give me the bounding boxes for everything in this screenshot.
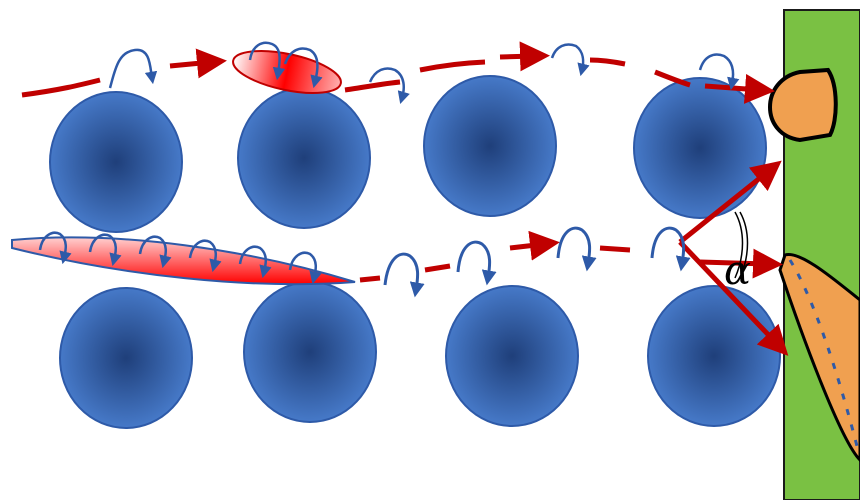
attached-elongated-particle xyxy=(778,253,860,463)
curl-arrow-icon xyxy=(238,245,272,279)
curl-arrow-icon xyxy=(650,226,691,272)
flow-arrow-icon xyxy=(678,240,789,356)
flow-arrow-icon xyxy=(169,48,227,79)
curl-arrow-icon xyxy=(288,251,322,285)
curl-arrow-icon xyxy=(698,53,740,91)
sphere xyxy=(59,287,193,429)
sphere xyxy=(647,285,781,427)
attachment-angle: α xyxy=(724,211,751,294)
sphere xyxy=(633,77,767,219)
flow-arrow-icon xyxy=(699,248,783,279)
attached-particle xyxy=(768,67,838,143)
flow-arrow-icon xyxy=(499,41,550,72)
curl-arrow-icon xyxy=(368,67,410,104)
upper-trajectory xyxy=(21,41,775,104)
curl-arrow-icon xyxy=(550,43,590,77)
sphere xyxy=(49,91,183,233)
sphere xyxy=(243,281,377,423)
lower-swirl-particle xyxy=(11,231,356,286)
curl-arrow-icon xyxy=(88,233,122,267)
collector-spheres xyxy=(49,75,781,429)
sphere xyxy=(423,75,557,217)
curl-arrow-icon xyxy=(188,239,222,273)
sphere xyxy=(237,87,371,229)
curl-arrow-icon xyxy=(248,41,286,81)
flow-arrow-icon xyxy=(509,230,560,261)
lower-trajectory xyxy=(359,160,789,356)
sphere xyxy=(445,285,579,427)
angle-alpha-label: α xyxy=(724,248,751,294)
curl-arrow-icon xyxy=(383,252,425,298)
curl-arrow-icon xyxy=(38,231,72,265)
curl-arrow-icon xyxy=(456,240,497,286)
upper-curl-arrows xyxy=(108,41,740,104)
curl-arrow-icon xyxy=(283,47,323,89)
lower-curl-arrows xyxy=(383,226,691,298)
curl-arrow-icon xyxy=(556,226,597,272)
curl-arrow-icon xyxy=(108,48,158,89)
curl-arrow-icon xyxy=(138,235,172,269)
flow-arrow-icon xyxy=(678,160,782,244)
